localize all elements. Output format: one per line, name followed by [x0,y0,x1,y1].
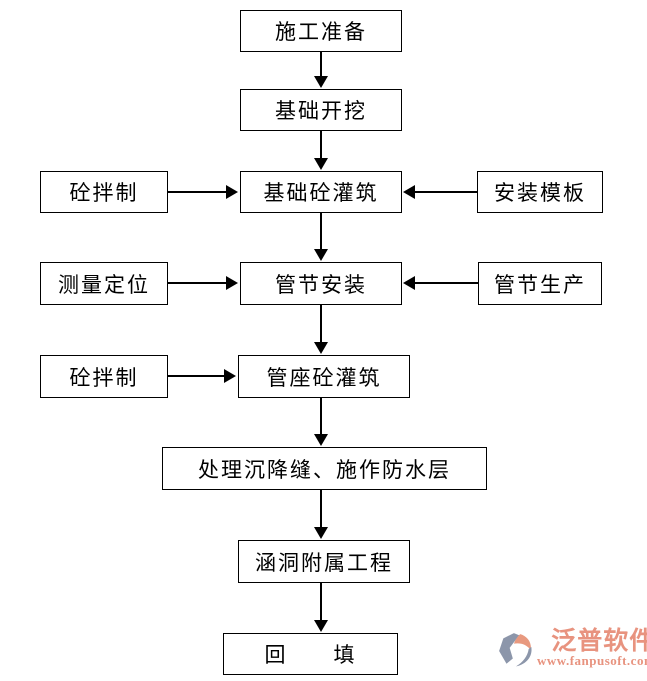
node-pipe-section-production: 管节生产 [478,262,602,305]
node-concrete-mixing-1: 砼拌制 [40,171,168,213]
fanpu-logo-title: 泛普软件 [551,627,647,655]
fanpu-logo-url: www.fanpusoft.com [537,653,647,668]
node-pipe-section-installation: 管节安装 [240,262,402,305]
fanpu-logo-icon [499,633,532,667]
arrow-preparation-to-excavation [314,52,328,88]
arrow-survey-to-pipe-install [168,276,238,290]
arrow-pipe-seat-to-waterproofing [314,398,328,446]
arrow-excavation-to-foundation [314,131,328,170]
node-concrete-mixing-2: 砼拌制 [40,355,168,398]
arrow-mixing1-to-foundation [168,185,238,199]
node-settlement-joint-waterproofing: 处理沉降缝、施作防水层 [162,447,487,490]
arrow-production-to-pipe-install [403,276,478,290]
arrow-waterproofing-to-auxiliary [314,490,328,539]
arrow-formwork-to-foundation [403,185,477,199]
node-foundation-concrete-pouring: 基础砼灌筑 [240,171,402,213]
node-formwork-installation: 安装模板 [477,171,603,213]
node-pipe-seat-concrete-pouring: 管座砼灌筑 [238,355,410,398]
arrow-mixing2-to-pipe-seat [168,369,236,383]
node-foundation-excavation: 基础开挖 [240,89,402,131]
fanpu-logo: 泛普软件 www.fanpusoft.com [497,628,647,669]
node-construction-preparation: 施工准备 [240,10,402,52]
node-backfill: 回 填 [223,633,398,675]
arrow-auxiliary-to-backfill [314,583,328,632]
arrow-foundation-to-pipe-install [314,213,328,261]
arrow-pipe-install-to-pipe-seat [314,305,328,354]
node-culvert-auxiliary-works: 涵洞附属工程 [238,540,410,583]
node-survey-positioning: 测量定位 [40,262,168,305]
